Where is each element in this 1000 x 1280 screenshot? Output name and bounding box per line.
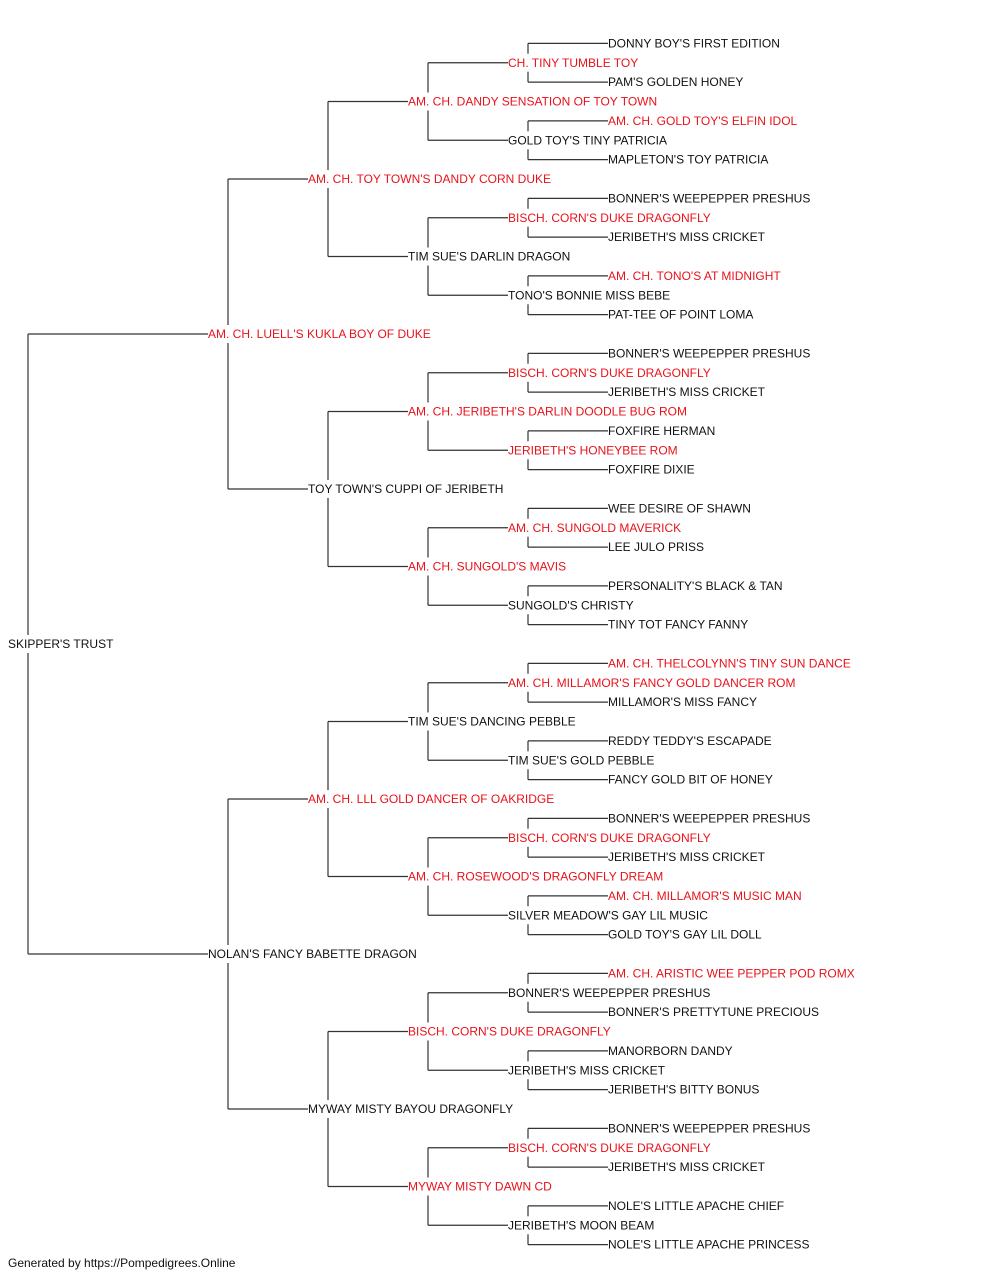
ancestor-name: MAPLETON'S TOY PATRICIA: [608, 153, 768, 167]
ancestor-name: TIM SUE'S DANCING PEBBLE: [408, 715, 576, 729]
ancestor-name: AM. CH. LUELL'S KUKLA BOY OF DUKE: [208, 327, 431, 341]
ancestor-name: NOLE'S LITTLE APACHE PRINCESS: [608, 1238, 809, 1252]
ancestor-name: REDDY TEDDY'S ESCAPADE: [608, 734, 772, 748]
ancestor-name: MANORBORN DANDY: [608, 1044, 733, 1058]
ancestor-name: BONNER'S PRETTYTUNE PRECIOUS: [608, 1005, 819, 1019]
ancestor-name: CH. TINY TUMBLE TOY: [508, 56, 638, 70]
ancestor-name: GOLD TOY'S TINY PATRICIA: [508, 133, 667, 147]
ancestor-name: PERSONALITY'S BLACK & TAN: [608, 579, 783, 593]
ancestor-name: NOLAN'S FANCY BABETTE DRAGON: [208, 947, 417, 961]
ancestor-name: JERIBETH'S MISS CRICKET: [608, 385, 766, 399]
ancestor-name: BISCH. CORN'S DUKE DRAGONFLY: [408, 1025, 611, 1039]
ancestor-name: TIM SUE'S GOLD PEBBLE: [508, 753, 654, 767]
ancestor-name: JERIBETH'S MISS CRICKET: [608, 1160, 766, 1174]
ancestor-name: WEE DESIRE OF SHAWN: [608, 501, 751, 515]
ancestor-name: JERIBETH'S HONEYBEE ROM: [508, 443, 678, 457]
ancestor-name: NOLE'S LITTLE APACHE CHIEF: [608, 1199, 784, 1213]
ancestor-name: AM. CH. TONO'S AT MIDNIGHT: [608, 269, 781, 283]
ancestor-name: JERIBETH'S BITTY BONUS: [608, 1083, 759, 1097]
ancestor-name: MYWAY MISTY DAWN CD: [408, 1180, 552, 1194]
ancestor-name: PAT-TEE OF POINT LOMA: [608, 308, 753, 322]
ancestor-name: FOXFIRE HERMAN: [608, 424, 715, 438]
ancestor-name: BISCH. CORN'S DUKE DRAGONFLY: [508, 366, 711, 380]
ancestor-name: SUNGOLD'S CHRISTY: [508, 598, 634, 612]
ancestor-name: AM. CH. LLL GOLD DANCER OF OAKRIDGE: [308, 792, 554, 806]
ancestor-name: JERIBETH'S MOON BEAM: [508, 1218, 654, 1232]
subject-dog-name: SKIPPER'S TRUST: [8, 637, 114, 651]
ancestor-name: AM. CH. THELCOLYNN'S TINY SUN DANCE: [608, 656, 851, 670]
ancestor-name: GOLD TOY'S GAY LIL DOLL: [608, 928, 762, 942]
ancestor-name: AM. CH. SUNGOLD MAVERICK: [508, 521, 681, 535]
ancestor-name: BISCH. CORN'S DUKE DRAGONFLY: [508, 211, 711, 225]
ancestor-name: JERIBETH'S MISS CRICKET: [608, 230, 766, 244]
ancestor-name: BISCH. CORN'S DUKE DRAGONFLY: [508, 831, 711, 845]
ancestor-name: AM. CH. TOY TOWN'S DANDY CORN DUKE: [308, 172, 551, 186]
ancestor-name: BONNER'S WEEPEPPER PRESHUS: [608, 346, 810, 360]
ancestor-name: BONNER'S WEEPEPPER PRESHUS: [608, 191, 810, 205]
ancestor-name: AM. CH. ARISTIC WEE PEPPER POD ROMX: [608, 966, 855, 980]
ancestor-name: FOXFIRE DIXIE: [608, 463, 695, 477]
ancestor-name: AM. CH. ROSEWOOD'S DRAGONFLY DREAM: [408, 870, 663, 884]
ancestor-name: AM. CH. SUNGOLD'S MAVIS: [408, 560, 566, 574]
ancestor-name: DONNY BOY'S FIRST EDITION: [608, 36, 780, 50]
ancestor-name: MYWAY MISTY BAYOU DRAGONFLY: [308, 1102, 513, 1116]
ancestor-name: AM. CH. DANDY SENSATION OF TOY TOWN: [408, 95, 657, 109]
ancestor-name: TONO'S BONNIE MISS BEBE: [508, 288, 670, 302]
ancestor-name: JERIBETH'S MISS CRICKET: [608, 850, 766, 864]
ancestor-name: PAM'S GOLDEN HONEY: [608, 75, 743, 89]
ancestor-name: BONNER'S WEEPEPPER PRESHUS: [608, 1121, 810, 1135]
ancestor-name: BONNER'S WEEPEPPER PRESHUS: [608, 811, 810, 825]
ancestor-name: BISCH. CORN'S DUKE DRAGONFLY: [508, 1141, 711, 1155]
ancestor-name: SILVER MEADOW'S GAY LIL MUSIC: [508, 908, 708, 922]
ancestor-name: TOY TOWN'S CUPPI OF JERIBETH: [308, 482, 503, 496]
ancestor-name: FANCY GOLD BIT OF HONEY: [608, 773, 773, 787]
ancestor-name: TIM SUE'S DARLIN DRAGON: [408, 250, 570, 264]
ancestor-name: AM. CH. MILLAMOR'S FANCY GOLD DANCER ROM: [508, 676, 795, 690]
ancestor-name: LEE JULO PRISS: [608, 540, 704, 554]
ancestor-name: AM. CH. MILLAMOR'S MUSIC MAN: [608, 889, 802, 903]
generated-by-footer: Generated by https://Pompedigrees.Online: [8, 1256, 236, 1270]
ancestor-name: MILLAMOR'S MISS FANCY: [608, 695, 757, 709]
ancestor-name: AM. CH. JERIBETH'S DARLIN DOODLE BUG ROM: [408, 405, 687, 419]
ancestor-name: BONNER'S WEEPEPPER PRESHUS: [508, 986, 710, 1000]
ancestor-name: AM. CH. GOLD TOY'S ELFIN IDOL: [608, 114, 798, 128]
ancestor-name: JERIBETH'S MISS CRICKET: [508, 1063, 666, 1077]
ancestor-name: TINY TOT FANCY FANNY: [608, 618, 748, 632]
